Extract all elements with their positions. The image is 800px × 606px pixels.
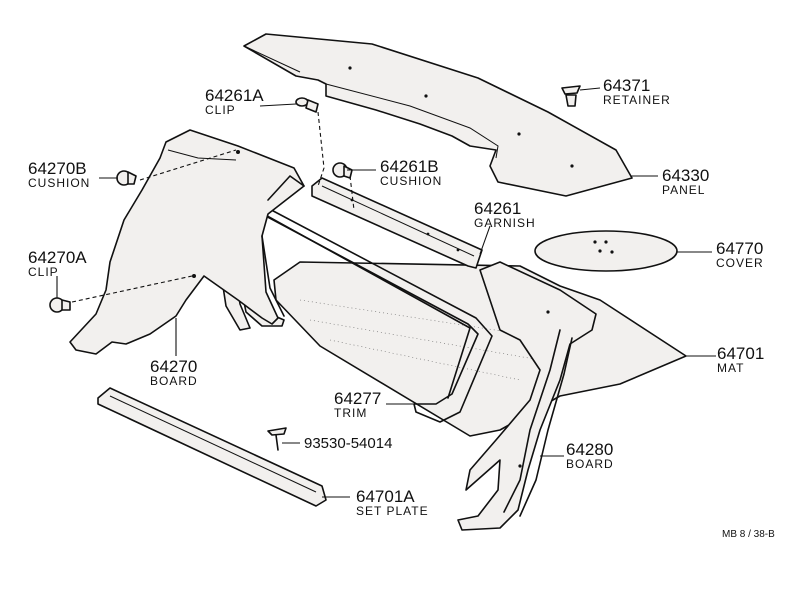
svg-text:GARNISH: GARNISH — [474, 216, 536, 230]
svg-text:CLIP: CLIP — [205, 103, 236, 117]
clip-64261a-part[interactable] — [295, 97, 319, 113]
svg-text:BOARD: BOARD — [566, 457, 614, 471]
label-64701: 64701 MAT — [717, 344, 764, 375]
diagram-reference: MB 8 / 38-B — [722, 529, 775, 540]
svg-text:BOARD: BOARD — [150, 374, 198, 388]
svg-text:64701A: 64701A — [356, 487, 415, 506]
svg-text:64701: 64701 — [717, 344, 764, 363]
screw-part[interactable] — [267, 427, 287, 451]
label-64270a: 64270A CLIP — [28, 248, 87, 279]
label-64270: 64270 BOARD — [150, 357, 198, 388]
svg-text:64277: 64277 — [334, 389, 381, 408]
svg-text:COVER: COVER — [716, 256, 764, 270]
svg-text:64261B: 64261B — [380, 157, 439, 176]
board-left-part[interactable] — [69, 129, 305, 355]
svg-text:64270B: 64270B — [28, 159, 87, 178]
set-plate-part[interactable] — [97, 387, 327, 507]
label-64261b: 64261B CUSHION — [380, 157, 442, 188]
svg-text:64261: 64261 — [474, 199, 521, 218]
svg-text:TRIM: TRIM — [334, 406, 367, 420]
label-93530: 93530-54014 — [304, 435, 392, 452]
label-64280: 64280 BOARD — [566, 440, 614, 471]
panel-part[interactable] — [243, 33, 633, 197]
label-64371: 64371 RETAINER — [603, 76, 671, 107]
cushion-64270b-part[interactable] — [116, 170, 137, 186]
svg-text:64270: 64270 — [150, 357, 197, 376]
label-64701a: 64701A SET PLATE — [356, 487, 429, 518]
board-right-part[interactable] — [457, 261, 597, 531]
svg-text:CUSHION: CUSHION — [380, 174, 442, 188]
svg-text:CUSHION: CUSHION — [28, 176, 90, 190]
svg-text:64270A: 64270A — [28, 248, 87, 267]
label-64770: 64770 COVER — [716, 239, 764, 270]
svg-text:SET PLATE: SET PLATE — [356, 504, 429, 518]
svg-text:RETAINER: RETAINER — [603, 93, 671, 107]
label-64270b: 64270B CUSHION — [28, 159, 90, 190]
svg-text:64371: 64371 — [603, 76, 650, 95]
svg-text:93530-54014: 93530-54014 — [304, 435, 392, 452]
label-64277: 64277 TRIM — [334, 389, 381, 420]
clip-64270a-part[interactable] — [49, 297, 71, 313]
garnish-part[interactable] — [311, 177, 483, 269]
svg-text:64261A: 64261A — [205, 86, 264, 105]
label-64330: 64330 PANEL — [662, 166, 709, 197]
label-64261: 64261 GARNISH — [474, 199, 536, 230]
svg-text:PANEL: PANEL — [662, 183, 705, 197]
svg-text:CLIP: CLIP — [28, 265, 59, 279]
svg-text:MAT: MAT — [717, 361, 744, 375]
label-64261a: 64261A CLIP — [205, 86, 264, 117]
svg-text:64330: 64330 — [662, 166, 709, 185]
svg-text:64770: 64770 — [716, 239, 763, 258]
svg-text:64280: 64280 — [566, 440, 613, 459]
retainer-part[interactable] — [561, 85, 581, 107]
cover-part[interactable] — [534, 230, 678, 272]
